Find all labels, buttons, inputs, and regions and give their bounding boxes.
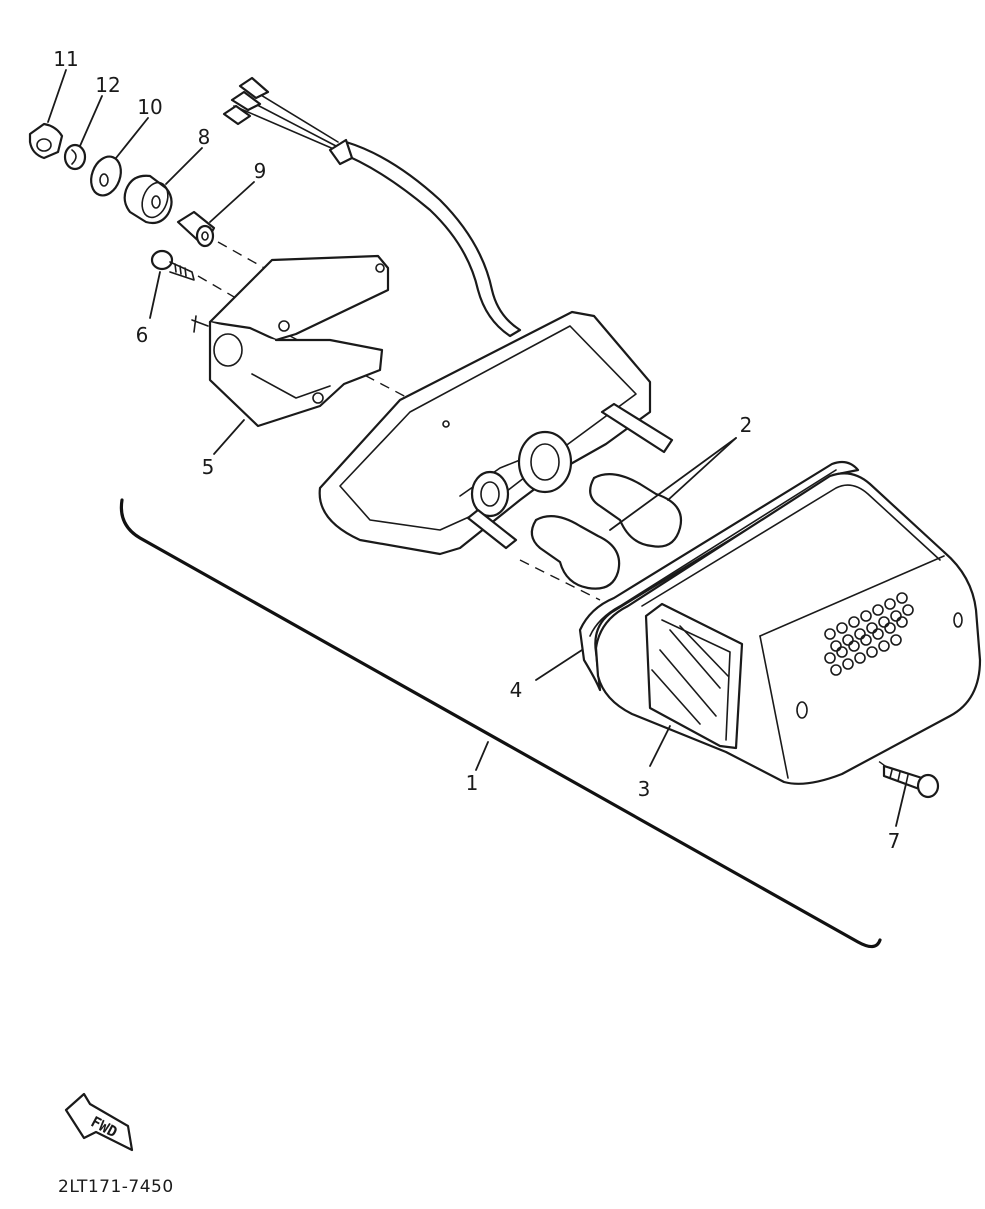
leader-12 (79, 95, 103, 147)
part-10-washer[interactable] (86, 152, 126, 199)
lens-honeycomb-pattern (824, 592, 914, 676)
leader-11 (47, 69, 67, 123)
callout-4: 4 (510, 678, 523, 702)
leader-7 (895, 783, 907, 827)
part-5-bracket[interactable] (191, 254, 390, 428)
part-6-screw[interactable] (150, 249, 195, 281)
leader-4 (535, 649, 583, 681)
leader-3 (649, 725, 671, 767)
part-9-collar[interactable] (176, 210, 216, 248)
leader-6 (149, 271, 161, 319)
leader-10 (115, 117, 149, 159)
callout-7: 7 (888, 829, 901, 853)
leader-5 (213, 419, 245, 455)
leader-9 (209, 181, 255, 223)
taillight-housing[interactable] (318, 310, 674, 556)
forward-arrow-icon: FWD (64, 1092, 134, 1152)
callout-2: 2 (740, 413, 753, 437)
callout-9: 9 (254, 159, 267, 183)
leader-2a (667, 437, 737, 501)
drawing-code: 2LT171-7450 (58, 1177, 174, 1197)
callout-1: 1 (466, 771, 479, 795)
leader-8 (165, 147, 203, 185)
callout-10: 10 (137, 95, 162, 119)
leader-2b (609, 437, 737, 531)
part-8-grommet[interactable] (123, 174, 173, 225)
part-3-lens[interactable] (594, 472, 982, 785)
callout-6: 6 (136, 323, 149, 347)
part-11-nut[interactable] (28, 122, 64, 160)
callout-11: 11 (53, 47, 78, 71)
part-12-lock-washer[interactable] (63, 143, 87, 171)
callout-5: 5 (202, 455, 215, 479)
callout-8: 8 (198, 125, 211, 149)
leader-1 (475, 741, 489, 771)
wire-harness (222, 76, 522, 338)
part-7-screw[interactable] (882, 764, 940, 799)
callout-3: 3 (638, 777, 651, 801)
alignment-line-bulb (519, 559, 601, 601)
assembly-bracket-line (119, 498, 882, 949)
alignment-line-lower (289, 335, 451, 421)
callout-12: 12 (95, 73, 120, 97)
